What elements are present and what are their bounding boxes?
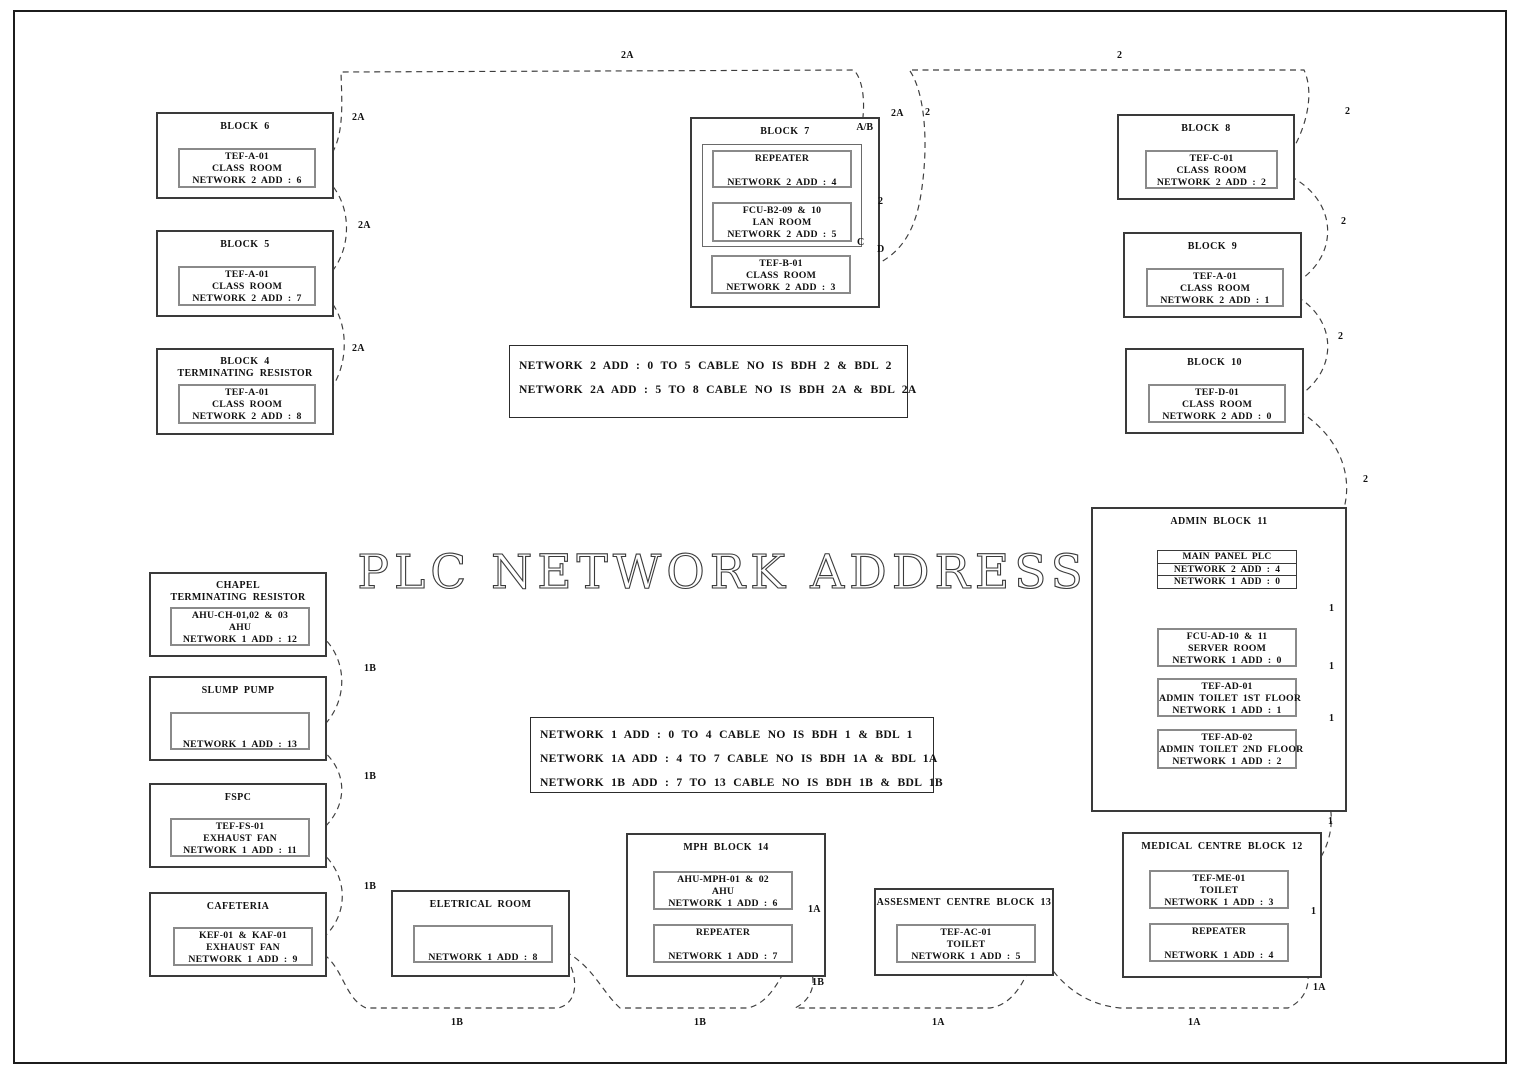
- block-title: FSPC: [224, 792, 252, 803]
- device-tef-a-01: TEF-A-01 CLASS ROOM NETWORK 2 ADD : 1: [1146, 268, 1284, 307]
- cable-label-2a: 2A: [621, 50, 634, 61]
- block-5: BLOCK 5 TEF-A-01 CLASS ROOM NETWORK 2 AD…: [156, 230, 334, 317]
- block-title: BLOCK 8: [1181, 123, 1231, 134]
- device-tef-fs-01: TEF-FS-01 EXHAUST FAN NETWORK 1 ADD : 11: [170, 818, 310, 857]
- fspc-block: FSPC TEF-FS-01 EXHAUST FAN NETWORK 1 ADD…: [149, 783, 327, 868]
- cable-label-2: 2: [1345, 106, 1351, 117]
- network-2-note: NETWORK 2 ADD : 0 TO 5 CABLE NO IS BDH 2…: [509, 345, 916, 418]
- device-tef-ad-02: TEF-AD-02 ADMIN TOILET 2ND FLOOR NETWORK…: [1157, 729, 1303, 769]
- block-title: MEDICAL CENTRE BLOCK 12: [1141, 841, 1303, 852]
- cable-label-1b: 1B: [364, 771, 377, 782]
- block-7: BLOCK 7 A/B REPEATER NETWORK 2 ADD : 4 F…: [690, 117, 880, 308]
- main-panel-plc: MAIN PANEL PLC NETWORK 2 ADD : 4 NETWORK…: [1157, 550, 1297, 589]
- cable-label-ab: A/B: [856, 122, 873, 133]
- cable-label-2: 2: [1117, 50, 1123, 61]
- mph-block-14: MPH BLOCK 14 AHU-MPH-01 & 02 AHU NETWORK…: [626, 833, 826, 977]
- cable-label-1b: 1B: [812, 977, 825, 988]
- chapel-block: CHAPEL TERMINATING RESISTOR AHU-CH-01,02…: [149, 572, 327, 657]
- device-tef-a-01: TEF-A-01 CLASS ROOM NETWORK 2 ADD : 8: [178, 384, 316, 424]
- cable-label-1: 1: [1329, 713, 1335, 724]
- cable-label-1b: 1B: [364, 881, 377, 892]
- cable-label-2: 2: [1338, 331, 1344, 342]
- block-8: BLOCK 8 TEF-C-01 CLASS ROOM NETWORK 2 AD…: [1117, 114, 1295, 200]
- device-fcu-b2: FCU-B2-09 & 10 LAN ROOM NETWORK 2 ADD : …: [712, 202, 852, 242]
- cable-label-1a: 1A: [932, 1017, 945, 1028]
- electrical-room-block: ELETRICAL ROOM NETWORK 1 ADD : 8: [391, 890, 570, 977]
- network-1-note: NETWORK 1 ADD : 0 TO 4 CABLE NO IS BDH 1…: [530, 717, 943, 793]
- cable-label-2a: 2A: [352, 112, 365, 123]
- block-title: ELETRICAL ROOM: [429, 899, 532, 910]
- block-title: SLUMP PUMP: [201, 685, 275, 696]
- block-title: CHAPEL: [215, 580, 261, 591]
- device-tef-b-01: TEF-B-01 CLASS ROOM NETWORK 2 ADD : 3: [711, 255, 851, 294]
- device-repeater: REPEATER NETWORK 1 ADD : 7: [653, 924, 793, 963]
- repeater-group: REPEATER NETWORK 2 ADD : 4 FCU-B2-09 & 1…: [702, 144, 862, 247]
- block-title: BLOCK 7: [760, 126, 810, 137]
- device-tef-d-01: TEF-D-01 CLASS ROOM NETWORK 2 ADD : 0: [1148, 384, 1286, 423]
- block-subtitle: TERMINATING RESISTOR: [170, 592, 306, 603]
- cable-label-1a: 1A: [1188, 1017, 1201, 1028]
- cable-label-1: 1: [1329, 661, 1335, 672]
- block-title: CAFETERIA: [206, 901, 270, 912]
- device-fcu-ad: FCU-AD-10 & 11 SERVER ROOM NETWORK 1 ADD…: [1157, 628, 1297, 667]
- block-title: BLOCK 6: [220, 121, 270, 132]
- device-ahu-ch: AHU-CH-01,02 & 03 AHU NETWORK 1 ADD : 12: [170, 607, 310, 646]
- device-tef-a-01: TEF-A-01 CLASS ROOM NETWORK 2 ADD : 7: [178, 266, 316, 306]
- slump-pump-block: SLUMP PUMP NETWORK 1 ADD : 13: [149, 676, 327, 761]
- drawing-border: [13, 10, 1507, 1064]
- block-title: BLOCK 4: [220, 356, 270, 367]
- block-title: ASSESMENT CENTRE BLOCK 13: [876, 897, 1052, 908]
- device-tef-me-01: TEF-ME-01 TOILET NETWORK 1 ADD : 3: [1149, 870, 1289, 909]
- device-tef-c-01: TEF-C-01 CLASS ROOM NETWORK 2 ADD : 2: [1145, 150, 1278, 189]
- block-title: BLOCK 10: [1187, 357, 1242, 368]
- device-kef-kaf: KEF-01 & KAF-01 EXHAUST FAN NETWORK 1 AD…: [173, 927, 313, 966]
- device-repeater: REPEATER NETWORK 2 ADD : 4: [712, 150, 852, 188]
- device-repeater: REPEATER NETWORK 1 ADD : 4: [1149, 923, 1289, 962]
- block-title: BLOCK 5: [220, 239, 270, 250]
- cable-label-1a: 1A: [1313, 982, 1326, 993]
- cable-label-2: 2: [1341, 216, 1347, 227]
- cable-label-1: 1: [1329, 603, 1335, 614]
- cable-label-2: 2: [925, 107, 931, 118]
- cable-label-1: 1: [1328, 816, 1334, 827]
- cafeteria-block: CAFETERIA KEF-01 & KAF-01 EXHAUST FAN NE…: [149, 892, 327, 977]
- block-10: BLOCK 10 TEF-D-01 CLASS ROOM NETWORK 2 A…: [1125, 348, 1304, 434]
- admin-block-11: ADMIN BLOCK 11 MAIN PANEL PLC NETWORK 2 …: [1091, 507, 1347, 812]
- device-electrical-room: NETWORK 1 ADD : 8: [413, 925, 553, 963]
- cable-label-2: 2: [1363, 474, 1369, 485]
- block-subtitle: TERMINATING RESISTOR: [177, 368, 313, 379]
- cable-label-c: C: [857, 237, 865, 248]
- block-title: BLOCK 9: [1187, 241, 1238, 252]
- cable-label-1b: 1B: [694, 1017, 707, 1028]
- cable-label-2: 2: [878, 196, 884, 207]
- block-title: ADMIN BLOCK 11: [1170, 516, 1268, 527]
- cable-label-1a: 1A: [808, 904, 821, 915]
- cable-label-d: D: [877, 244, 885, 255]
- device-slump-pump: NETWORK 1 ADD : 13: [170, 712, 310, 750]
- medical-centre-block-12: MEDICAL CENTRE BLOCK 12 TEF-ME-01 TOILET…: [1122, 832, 1322, 978]
- cable-label-2a: 2A: [352, 343, 365, 354]
- device-tef-ad-01: TEF-AD-01 ADMIN TOILET 1ST FLOOR NETWORK…: [1157, 678, 1301, 717]
- cable-label-1: 1: [1311, 906, 1317, 917]
- cable-label-2a: 2A: [358, 220, 371, 231]
- cable-label-1b: 1B: [451, 1017, 464, 1028]
- cable-label-1b: 1B: [364, 663, 377, 674]
- block-4: BLOCK 4 TERMINATING RESISTOR TEF-A-01 CL…: [156, 348, 334, 435]
- device-ahu-mph: AHU-MPH-01 & 02 AHU NETWORK 1 ADD : 6: [653, 871, 793, 910]
- assessment-centre-block-13: ASSESMENT CENTRE BLOCK 13 TEF-AC-01 TOIL…: [874, 888, 1054, 976]
- block-9: BLOCK 9 TEF-A-01 CLASS ROOM NETWORK 2 AD…: [1123, 232, 1302, 318]
- cable-label-2a: 2A: [891, 108, 904, 119]
- block-title: MPH BLOCK 14: [683, 842, 769, 853]
- block-6: BLOCK 6 TEF-A-01 CLASS ROOM NETWORK 2 AD…: [156, 112, 334, 199]
- device-tef-a-01: TEF-A-01 CLASS ROOM NETWORK 2 ADD : 6: [178, 148, 316, 188]
- device-tef-ac-01: TEF-AC-01 TOILET NETWORK 1 ADD : 5: [896, 924, 1036, 963]
